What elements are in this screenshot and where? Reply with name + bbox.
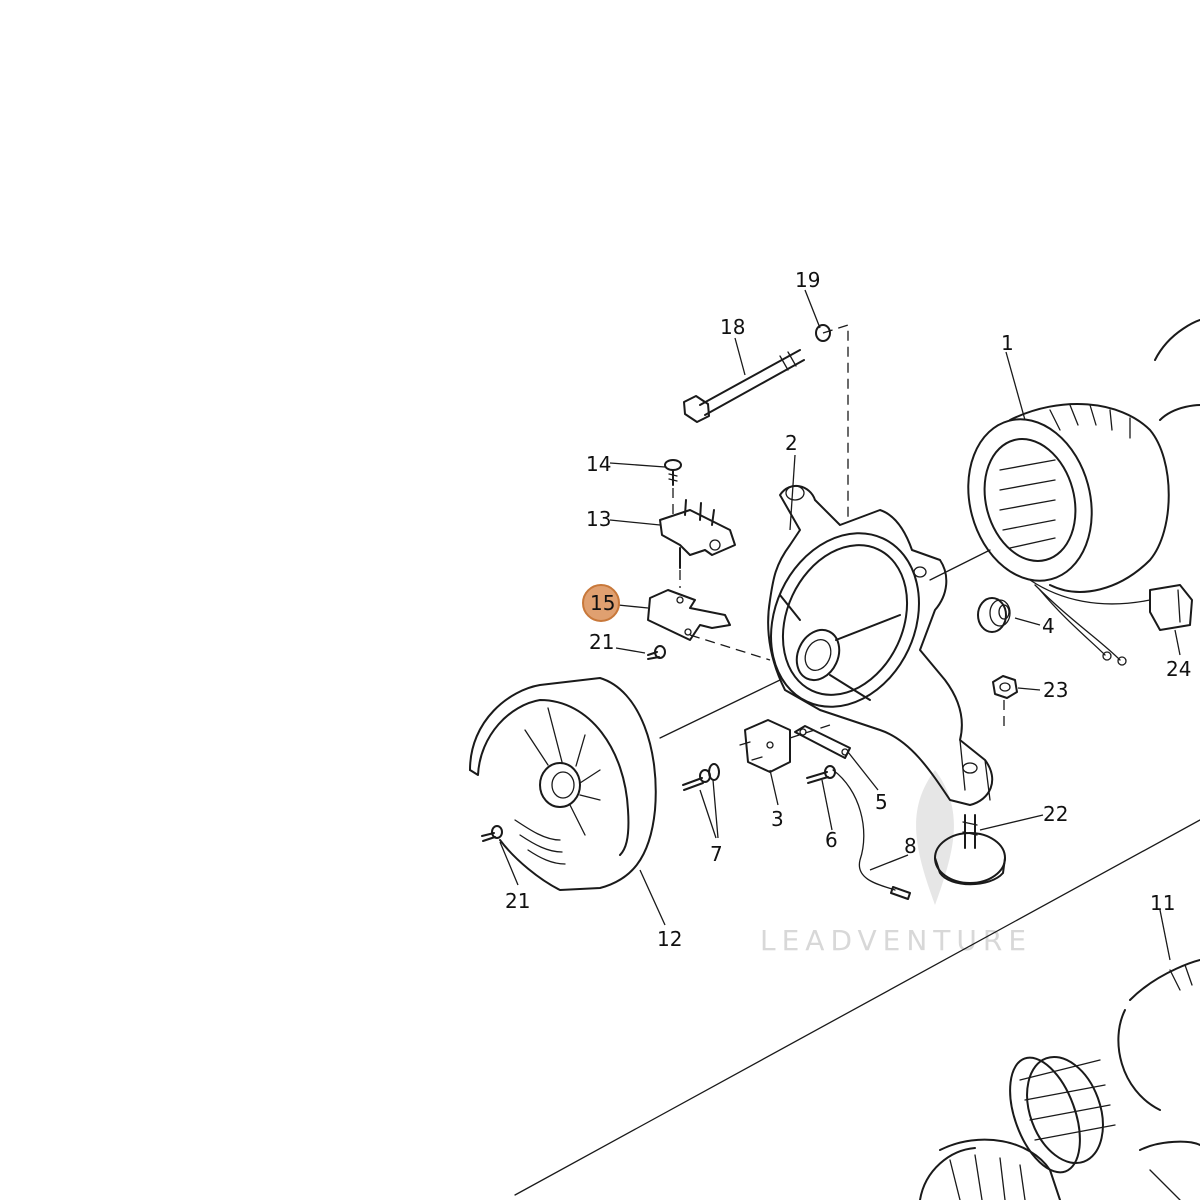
part-1-stator [967, 319, 1200, 593]
callout-4[interactable]: 4 [1042, 614, 1055, 638]
part-22-foot-mount [934, 814, 1006, 886]
watermark-flame-icon [916, 770, 954, 905]
callout-labels: 1 2 3 4 5 6 7 8 11 12 13 14 15 18 19 21 … [505, 268, 1191, 951]
callout-11[interactable]: 11 [1150, 891, 1175, 915]
part-2-housing [767, 485, 994, 806]
callout-21b[interactable]: 21 [505, 889, 530, 913]
part-14-screw [664, 459, 682, 486]
callout-14[interactable]: 14 [586, 452, 611, 476]
part-18-bolt [683, 349, 805, 423]
callout-18[interactable]: 18 [720, 315, 745, 339]
part-6-screw [806, 765, 836, 784]
callout-1[interactable]: 1 [1001, 331, 1014, 355]
part-7-screw-washer [682, 763, 720, 791]
part-24-connector [1149, 584, 1193, 631]
callout-13[interactable]: 13 [586, 507, 611, 531]
highlight-ring [582, 584, 620, 622]
callout-6[interactable]: 6 [825, 828, 838, 852]
part-15-bracket-plate [647, 589, 731, 641]
part-13-brush-holder [659, 499, 736, 569]
callout-2[interactable]: 2 [785, 431, 798, 455]
callout-8[interactable]: 8 [904, 834, 917, 858]
callout-15[interactable]: 15 [590, 591, 615, 615]
section-divider [514, 819, 1200, 1196]
leader-lines [499, 289, 1181, 961]
callout-12[interactable]: 12 [657, 927, 682, 951]
part-5-strap [794, 725, 851, 759]
callout-3[interactable]: 3 [771, 807, 784, 831]
watermark-text: LEADVENTURE [760, 924, 1032, 957]
part-8-ground-wire [832, 769, 911, 900]
callout-23[interactable]: 23 [1043, 678, 1068, 702]
callout-21a[interactable]: 21 [589, 630, 614, 654]
part-11-assembly [919, 959, 1200, 1200]
part-12-end-cover [469, 677, 657, 891]
callout-24[interactable]: 24 [1166, 657, 1191, 681]
part-21-screw-lower [481, 825, 503, 842]
part-23-nut [992, 675, 1018, 699]
part-4-grommet [977, 597, 1011, 633]
part-19-washer [815, 324, 831, 342]
callout-5[interactable]: 5 [875, 790, 888, 814]
watermark: LEADVENTURE [760, 770, 1032, 957]
part-21-screw-upper [647, 645, 666, 660]
callout-22[interactable]: 22 [1043, 802, 1068, 826]
stator-wires [1029, 579, 1151, 666]
callout-19[interactable]: 19 [795, 268, 820, 292]
callout-7[interactable]: 7 [710, 842, 723, 866]
part-3-rectifier [739, 719, 791, 773]
